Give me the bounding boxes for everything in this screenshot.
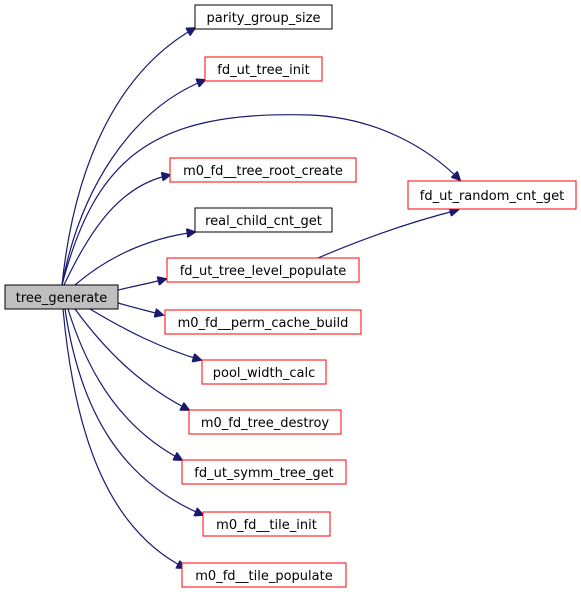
node-m0-fd-tile-populate[interactable]: m0_fd__tile_populate — [181, 562, 347, 588]
node-m0-fd-tile-populate-box — [181, 562, 347, 588]
edge-tree-generate-to-m0-fd-perm-cache-build — [117, 302, 163, 315]
node-parity-group-size[interactable]: parity_group_size — [194, 4, 333, 30]
node-fd-ut-symm-tree-get[interactable]: fd_ut_symm_tree_get — [181, 459, 347, 485]
edge-tree-generate-to-fd-ut-tree-level-populate — [117, 279, 166, 291]
node-m0-fd-tile-init-label: m0_fd__tile_init — [216, 518, 317, 533]
node-real-child-cnt-get-box — [194, 207, 333, 233]
edge-tree-generate-to-m0-fd-tile-init — [64, 308, 203, 515]
node-tree-generate-box — [4, 284, 119, 310]
node-m0-fd-tile-populate-label: m0_fd__tile_populate — [195, 569, 332, 584]
node-parity-group-size-box — [194, 4, 333, 30]
node-m0-fd-tree-root-create-box — [169, 157, 357, 183]
node-m0-fd-tile-init-box — [202, 511, 331, 537]
edge-tree-generate-to-m0-fd-tile-populate — [62, 308, 185, 568]
node-fd-ut-tree-level-populate-box — [166, 257, 360, 283]
edge-fd-ut-tree-level-populate-to-fd-ut-random-cnt-get — [317, 210, 458, 259]
edge-tree-generate-to-m0-fd-tree-root-create — [63, 175, 170, 286]
node-m0-fd-tree-destroy-box — [188, 409, 342, 435]
node-tree-generate[interactable]: tree_generate — [4, 284, 119, 310]
node-fd-ut-tree-level-populate-label: fd_ut_tree_level_populate — [180, 264, 347, 279]
node-fd-ut-random-cnt-get[interactable]: fd_ut_random_cnt_get — [407, 180, 577, 210]
node-pool-width-calc[interactable]: pool_width_calc — [201, 359, 327, 385]
node-m0-fd-perm-cache-build-label: m0_fd__perm_cache_build — [178, 316, 349, 331]
node-m0-fd-perm-cache-build[interactable]: m0_fd__perm_cache_build — [164, 309, 362, 335]
node-fd-ut-symm-tree-get-label: fd_ut_symm_tree_get — [194, 466, 333, 481]
edge-tree-generate-to-parity-group-size — [61, 28, 195, 286]
node-parity-group-size-label: parity_group_size — [207, 11, 321, 26]
node-fd-ut-tree-init-label: fd_ut_tree_init — [217, 63, 309, 78]
edges — [61, 28, 460, 568]
node-m0-fd-tile-init[interactable]: m0_fd__tile_init — [202, 511, 331, 537]
node-pool-width-calc-label: pool_width_calc — [213, 366, 315, 381]
edge-tree-generate-to-real-child-cnt-get — [74, 232, 195, 286]
node-fd-ut-tree-level-populate[interactable]: fd_ut_tree_level_populate — [166, 257, 360, 283]
node-real-child-cnt-get-label: real_child_cnt_get — [205, 214, 322, 229]
node-fd-ut-symm-tree-get-box — [181, 459, 347, 485]
node-fd-ut-random-cnt-get-label: fd_ut_random_cnt_get — [420, 189, 564, 204]
node-fd-ut-random-cnt-get-box — [407, 180, 577, 210]
node-fd-ut-tree-init-box — [204, 56, 323, 82]
node-real-child-cnt-get[interactable]: real_child_cnt_get — [194, 207, 333, 233]
edge-tree-generate-to-fd-ut-symm-tree-get — [67, 308, 182, 460]
node-fd-ut-tree-init[interactable]: fd_ut_tree_init — [204, 56, 323, 82]
edge-tree-generate-to-fd-ut-tree-init — [61, 80, 205, 286]
node-pool-width-calc-box — [201, 359, 327, 385]
edge-tree-generate-to-m0-fd-tree-destroy — [74, 308, 189, 410]
node-m0-fd-tree-destroy-label: m0_fd_tree_destroy — [201, 416, 330, 431]
node-m0-fd-tree-root-create-label: m0_fd__tree_root_create — [183, 164, 343, 179]
edge-tree-generate-to-pool-width-calc — [89, 308, 201, 360]
node-tree-generate-label: tree_generate — [16, 291, 108, 306]
node-m0-fd-tree-destroy[interactable]: m0_fd_tree_destroy — [188, 409, 342, 435]
node-m0-fd-perm-cache-build-box — [164, 309, 362, 335]
edge-tree-generate-to-fd-ut-random-cnt-get-top — [61, 114, 460, 286]
node-m0-fd-tree-root-create[interactable]: m0_fd__tree_root_create — [169, 157, 357, 183]
